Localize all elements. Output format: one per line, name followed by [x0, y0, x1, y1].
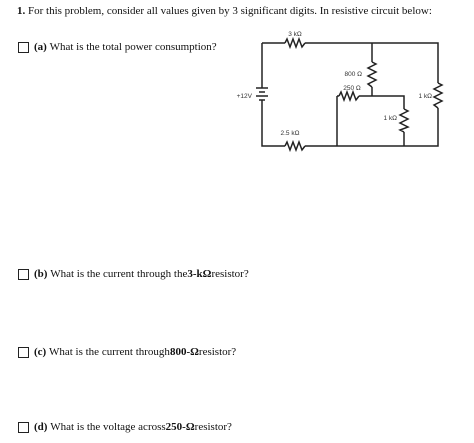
question-emph-d: 250-Ω — [165, 421, 195, 433]
answer-checkbox-a[interactable] — [18, 42, 29, 53]
question-text-b-pre: What is the current through the — [50, 268, 188, 280]
question-text-c-pre: What is the current through — [48, 346, 170, 358]
question-text-c-post: resistor? — [198, 346, 237, 358]
label-r-1k-mid: 1 kΩ — [383, 115, 397, 122]
resistor-800-icon — [366, 61, 378, 88]
label-source: +12V — [237, 93, 253, 100]
answer-checkbox-d[interactable] — [18, 422, 29, 433]
label-r-800: 800 Ω — [344, 71, 362, 78]
question-d: (d) What is the voltage across 250-Ω res… — [18, 421, 232, 434]
question-text-b-post: resistor? — [211, 268, 249, 280]
problem-text: For this problem, consider all values gi… — [28, 5, 432, 17]
question-c: (c) What is the current through 800-Ω re… — [18, 346, 236, 359]
problem-statement: 1. For this problem, consider all values… — [17, 4, 467, 18]
resistor-2k5-icon — [284, 139, 306, 153]
circuit-wires — [261, 42, 439, 147]
answer-checkbox-c[interactable] — [18, 347, 29, 358]
question-b: (b) What is the current through the 3-kΩ… — [18, 268, 249, 281]
answer-checkbox-b[interactable] — [18, 269, 29, 280]
resistor-250-icon — [338, 89, 360, 103]
label-r-top: 3 kΩ — [288, 31, 302, 38]
question-emph-b: 3-kΩ — [187, 268, 212, 280]
label-r-250: 250 Ω — [343, 85, 361, 92]
resistor-3k-icon — [284, 36, 306, 50]
question-text-a: What is the total power consumption? — [49, 41, 217, 53]
question-tag-c: (c) — [34, 346, 47, 358]
battery-icon — [256, 87, 268, 101]
label-r-2k5: 2.5 kΩ — [281, 130, 300, 137]
problem-number: 1. — [17, 5, 26, 17]
question-tag-b: (b) — [34, 268, 48, 280]
question-tag-d: (d) — [34, 421, 48, 433]
question-tag-a: (a) — [34, 41, 47, 53]
question-a: (a) What is the total power consumption? — [18, 41, 217, 54]
question-emph-c: 800-Ω — [169, 346, 199, 358]
resistor-1k-right-icon — [432, 82, 444, 109]
question-text-d-pre: What is the voltage across — [50, 421, 166, 433]
resistor-1k-mid-icon — [398, 108, 410, 133]
label-r-1k-right: 1 kΩ — [418, 93, 432, 100]
question-text-d-post: resistor? — [194, 421, 232, 433]
